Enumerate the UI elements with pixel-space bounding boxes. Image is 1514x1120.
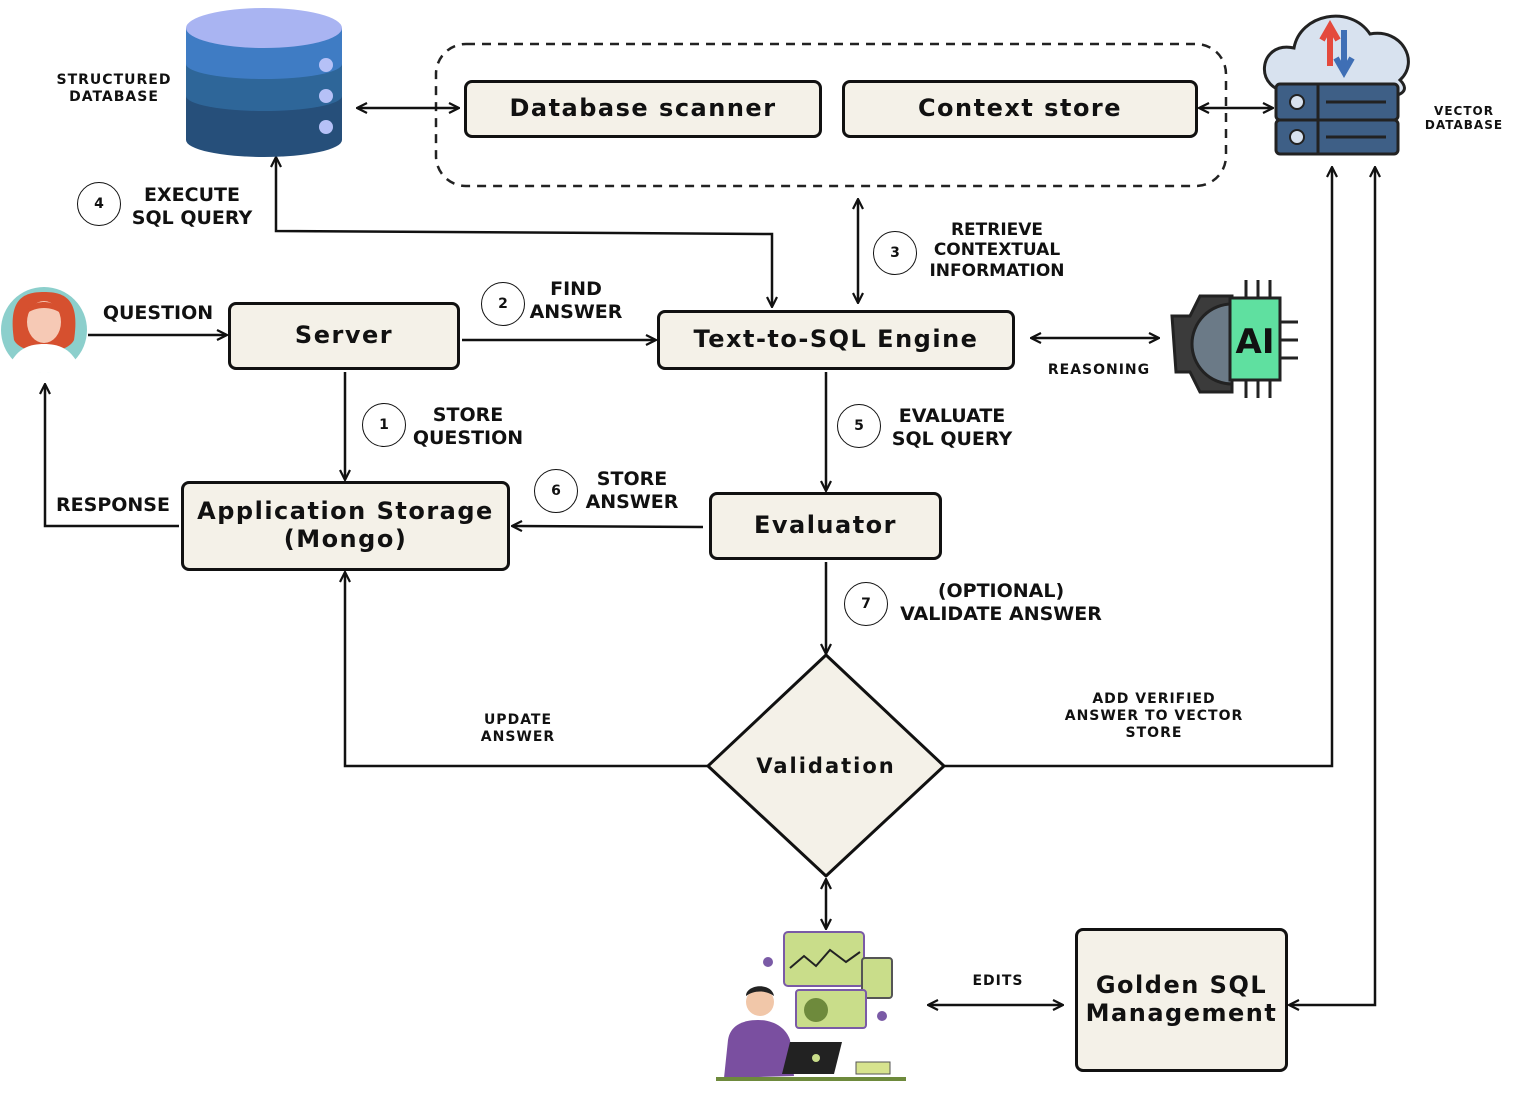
response-edge-label: RESPONSE: [56, 494, 170, 516]
edge-golden-vector: [1290, 168, 1375, 1005]
evaluator-node: Evaluator: [709, 492, 942, 560]
edge-response: [45, 385, 179, 528]
golden-sql-management-node: Golden SQL Management: [1075, 928, 1288, 1072]
step-4-badge: 4: [77, 182, 121, 226]
step-5-badge: 5: [837, 404, 881, 448]
add-verified-edge-label: ADD VERIFIED ANSWER TO VECTOR STORE: [1064, 691, 1244, 741]
server-node: Server: [228, 302, 460, 370]
ai-chip-icon: AI: [1170, 280, 1298, 398]
question-edge-label: QUESTION: [102, 302, 214, 324]
server-label: Server: [294, 321, 394, 350]
step-1-label: STORE QUESTION: [412, 404, 524, 449]
golden-sql-label-line2: Management: [1085, 999, 1278, 1027]
database-scanner-label: Database scanner: [509, 94, 777, 123]
edge-update-answer: [345, 573, 708, 768]
step-7-label: (OPTIONAL) VALIDATE ANSWER: [900, 580, 1102, 625]
step-2-badge: 2: [481, 282, 525, 326]
step-7-badge: 7: [844, 582, 888, 626]
ai-chip-text: AI: [1236, 322, 1275, 362]
connectors: [45, 108, 1375, 1005]
application-storage-label-line2: (Mongo): [283, 525, 408, 553]
structured-database-caption: STRUCTURED DATABASE: [56, 72, 172, 105]
golden-sql-label-line1: Golden SQL: [1095, 971, 1268, 1000]
validation-diamond: [706, 653, 946, 878]
context-store-node: Context store: [842, 80, 1198, 138]
analyst-illustration-icon: [716, 931, 906, 1081]
application-storage-label-line1: Application Storage: [197, 497, 494, 526]
edge-execute-sql: [276, 158, 772, 306]
text-to-sql-engine-node: Text-to-SQL Engine: [657, 310, 1015, 370]
reasoning-edge-label: REASONING: [1047, 362, 1151, 378]
edits-edge-label: EDITS: [972, 973, 1024, 989]
step-1-badge: 1: [362, 403, 406, 447]
evaluator-label: Evaluator: [753, 511, 898, 540]
step-5-label: EVALUATE SQL QUERY: [891, 405, 1013, 450]
vector-database-icon: [1263, 14, 1410, 156]
user-avatar-icon: [1, 287, 87, 373]
application-storage-node: Application Storage (Mongo): [181, 481, 510, 571]
validation-label: Validation: [756, 754, 896, 778]
step-4-label: EXECUTE SQL QUERY: [131, 184, 253, 229]
step-6-label: STORE ANSWER: [585, 468, 679, 513]
step-3-label: RETRIEVE CONTEXTUAL INFORMATION: [929, 220, 1065, 281]
update-answer-edge-label: UPDATE ANSWER: [480, 712, 556, 745]
step-2-label: FIND ANSWER: [529, 278, 623, 323]
step-3-badge: 3: [873, 231, 917, 275]
scanner-context-group: [434, 42, 1228, 188]
step-6-badge: 6: [534, 469, 578, 513]
context-store-label: Context store: [917, 94, 1123, 123]
structured-database-icon: [186, 8, 342, 157]
vector-database-caption: VECTOR DATABASE: [1424, 104, 1504, 133]
text-to-sql-engine-label: Text-to-SQL Engine: [693, 325, 979, 354]
edge-store-answer: [513, 526, 704, 527]
database-scanner-node: Database scanner: [464, 80, 822, 138]
